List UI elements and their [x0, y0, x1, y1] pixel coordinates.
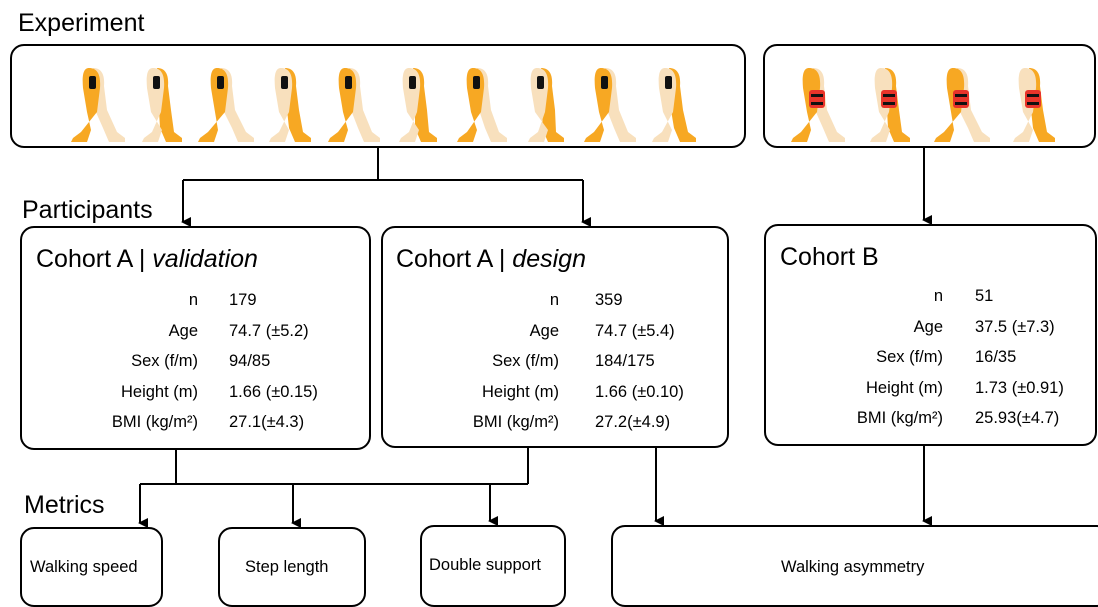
stat-row: BMI (kg/m²) 27.2(±4.9) [383, 413, 727, 435]
stat-row: Sex (f/m) 16/35 [766, 348, 1095, 370]
stat-label: n [933, 287, 943, 305]
stat-row: Height (m) 1.66 (±0.15) [22, 383, 369, 405]
stat-label: n [188, 291, 198, 309]
stat-label: Age [913, 317, 943, 336]
stat-label: Height (m) [865, 378, 943, 397]
stat-value: 1.73 (±0.91) [975, 378, 1064, 397]
stat-label: Sex (f/m) [876, 348, 943, 366]
stat-value: 359 [595, 291, 623, 309]
stat-row: n 51 [766, 287, 1095, 309]
metric-label: Walking asymmetry [781, 558, 925, 576]
stat-label: BMI (kg/m²) [472, 413, 559, 431]
metric-label: Double support [429, 556, 541, 574]
stat-row: BMI (kg/m²) 27.1(±4.3) [22, 413, 369, 435]
stat-value: 27.2(±4.9) [595, 413, 671, 431]
walking-leg-sensor-icon [195, 66, 255, 149]
stat-value: 94/85 [229, 352, 271, 370]
stat-value: 1.66 (±0.10) [595, 382, 684, 401]
walking-leg-brace-icon [1003, 66, 1063, 149]
walking-leg-sensor-icon [451, 66, 511, 149]
stat-value: 27.1(±4.3) [229, 413, 305, 431]
stat-row: Height (m) 1.66 (±0.10) [383, 383, 727, 405]
cohort-title: Cohort B [780, 243, 879, 271]
metric-box-walking-speed: Walking speed [20, 527, 163, 607]
walking-sequence-cohort-a [67, 66, 707, 144]
stat-label: BMI (kg/m²) [856, 409, 943, 427]
walking-leg-sensor-icon [643, 66, 703, 149]
stat-row: Height (m) 1.73 (±0.91) [766, 379, 1095, 401]
stat-row: n 359 [383, 291, 727, 313]
stat-value: 1.66 (±0.15) [229, 382, 318, 401]
cohort-title: Cohort A | validation [36, 245, 258, 273]
stat-value: 51 [975, 287, 994, 305]
metric-box-step-length: Step length [218, 527, 366, 607]
experiment-panel-cohort-b [763, 44, 1096, 148]
cohort-title: Cohort A | design [396, 245, 586, 273]
walking-sequence-cohort-b [787, 66, 1087, 144]
metric-box-double-support: Double support [420, 525, 566, 607]
stat-row: n 179 [22, 291, 369, 313]
stat-row: Sex (f/m) 184/175 [383, 352, 727, 374]
walking-leg-sensor-icon [515, 66, 575, 149]
metric-label: Walking speed [30, 558, 138, 576]
walking-leg-sensor-icon [579, 66, 639, 149]
walking-leg-sensor-icon [67, 66, 127, 149]
stat-row: Sex (f/m) 94/85 [22, 352, 369, 374]
stat-label: Sex (f/m) [492, 352, 559, 370]
stat-value: 184/175 [595, 352, 655, 370]
stat-label: Age [168, 321, 198, 340]
stat-label: Age [529, 321, 559, 340]
stat-row: Age 37.5 (±7.3) [766, 318, 1095, 340]
section-label-experiment: Experiment [18, 9, 145, 37]
walking-leg-sensor-icon [323, 66, 383, 149]
stat-value: 74.7 (±5.2) [229, 321, 309, 340]
stat-row: Age 74.7 (±5.2) [22, 322, 369, 344]
section-label-metrics: Metrics [24, 491, 105, 519]
stat-label: Height (m) [481, 382, 559, 401]
stat-value: 16/35 [975, 348, 1017, 366]
stat-label: BMI (kg/m²) [111, 413, 198, 431]
stat-label: n [549, 291, 559, 309]
section-label-participants: Participants [22, 196, 153, 224]
walking-leg-sensor-icon [259, 66, 319, 149]
stat-value: 74.7 (±5.4) [595, 321, 675, 340]
stat-row: BMI (kg/m²) 25.93(±4.7) [766, 409, 1095, 431]
walking-leg-sensor-icon [387, 66, 447, 149]
walking-leg-sensor-icon [131, 66, 191, 149]
stat-value: 37.5 (±7.3) [975, 317, 1055, 336]
walking-leg-brace-icon [787, 66, 847, 149]
metric-label: Step length [245, 558, 329, 576]
stat-label: Sex (f/m) [131, 352, 198, 370]
metric-box-walking-asymmetry: Walking asymmetry [611, 525, 1098, 607]
walking-leg-brace-icon [931, 66, 991, 149]
walking-leg-brace-icon [859, 66, 919, 149]
stat-label: Height (m) [120, 382, 198, 401]
experiment-panel-cohort-a [10, 44, 746, 148]
stat-value: 25.93(±4.7) [975, 409, 1060, 427]
stat-value: 179 [229, 291, 257, 309]
stat-row: Age 74.7 (±5.4) [383, 322, 727, 344]
